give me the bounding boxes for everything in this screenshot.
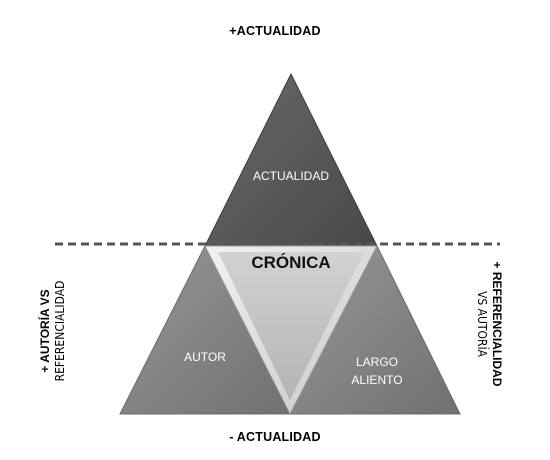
- top-axis-label: +ACTUALIDAD: [229, 24, 321, 38]
- center-triangle-label: CRÓNICA: [251, 253, 330, 272]
- right-axis-label-line2: VS AUTORÍA: [475, 290, 489, 358]
- left-axis-label: + AUTORÍA VS REFERENCIALIDAD: [38, 281, 68, 382]
- right-triangle-label-line2: ALIENTO: [351, 373, 402, 387]
- right-axis-label: + REFERENCIALIDAD VS AUTORÍA: [474, 261, 504, 386]
- left-triangle-label: AUTOR: [184, 350, 226, 364]
- right-triangle-label-line1: LARGO: [356, 355, 398, 369]
- top-triangle-label: ACTUALIDAD: [253, 169, 329, 183]
- bottom-axis-label: - ACTUALIDAD: [229, 430, 321, 444]
- center-triangle: [218, 252, 364, 400]
- right-axis-label-line1: + REFERENCIALIDAD: [490, 261, 504, 387]
- left-axis-label-line2: REFERENCIALIDAD: [53, 280, 67, 382]
- left-axis-label-line1: + AUTORÍA VS: [38, 289, 52, 373]
- top-triangle: [204, 72, 378, 247]
